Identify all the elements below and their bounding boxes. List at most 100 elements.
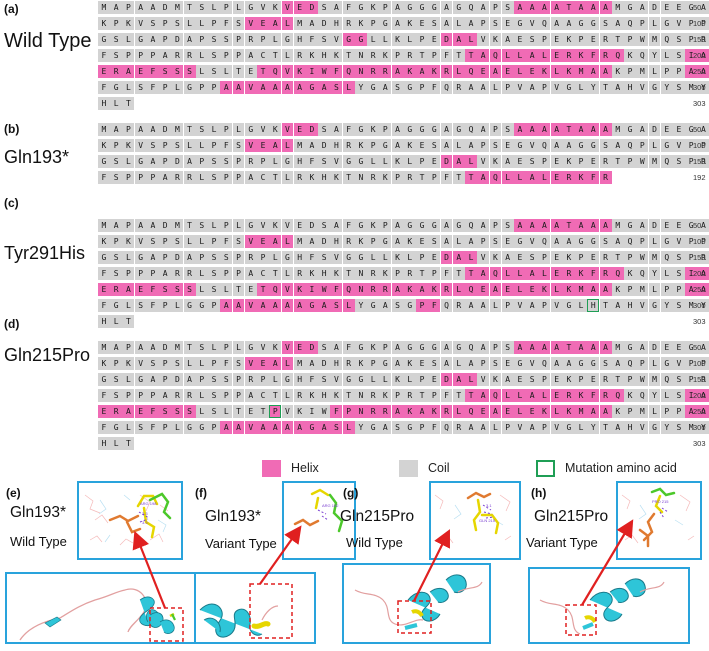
coil-residue: S: [208, 49, 220, 62]
coil-residue: P: [477, 235, 490, 248]
coil-residue: Y: [697, 421, 709, 434]
coil-residue: A: [636, 1, 649, 14]
coil-residue: G: [354, 341, 367, 354]
coil-residue: K: [122, 139, 135, 152]
coil-residue: S: [489, 139, 502, 152]
helix-residue: L: [452, 405, 465, 418]
helix-residue: A: [599, 219, 612, 232]
coil-residue: R: [342, 357, 355, 370]
helix-residue: A: [477, 267, 490, 280]
coil-residue: K: [305, 171, 318, 184]
coil-residue: G: [575, 17, 588, 30]
coil-residue: P: [685, 251, 698, 264]
helix-residue: I: [685, 267, 698, 280]
coil-residue: G: [428, 341, 441, 354]
coil-residue: K: [391, 155, 404, 168]
coil-residue: D: [171, 33, 184, 46]
coil-residue: A: [146, 1, 159, 14]
coil-residue: L: [403, 251, 416, 264]
coil-residue: S: [146, 17, 159, 30]
coil-residue: S: [232, 357, 245, 370]
coil-residue: P: [159, 357, 172, 370]
coil-residue: P: [367, 357, 380, 370]
helix-residue: A: [587, 123, 600, 136]
helix-residue: T: [562, 1, 575, 14]
panel-name-tyr291his: Tyr291His: [4, 243, 86, 263]
coil-residue: G: [379, 357, 392, 370]
coil-residue: T: [269, 389, 282, 402]
coil-residue: P: [208, 17, 220, 30]
helix-residue: L: [452, 65, 465, 78]
coil-residue: T: [342, 171, 355, 184]
coil-residue: A: [146, 251, 159, 264]
coil-residue: F: [220, 357, 233, 370]
helix-residue: D: [440, 33, 453, 46]
coil-residue: A: [305, 17, 318, 30]
helix-residue: R: [440, 283, 453, 296]
coil-residue: P: [220, 341, 233, 354]
coil-residue: S: [220, 33, 233, 46]
coil-residue: A: [391, 235, 404, 248]
coil-residue: S: [146, 235, 159, 248]
coil-residue: G: [513, 17, 526, 30]
helix-residue: E: [477, 65, 490, 78]
coil-residue: P: [208, 235, 220, 248]
coil-residue: E: [660, 1, 673, 14]
helix-residue: A: [452, 373, 465, 386]
coil-residue: S: [391, 81, 404, 94]
dashed-box-e: [149, 607, 184, 642]
coil-residue: L: [195, 49, 208, 62]
coil-residue: V: [526, 17, 539, 30]
coil-residue: L: [281, 267, 294, 280]
helix-residue: Q: [465, 65, 477, 78]
coil-residue: Q: [440, 81, 453, 94]
coil-residue: P: [624, 405, 636, 418]
coil-residue: P: [660, 65, 673, 78]
helix-residue: A: [281, 81, 294, 94]
coil-residue: M: [293, 17, 306, 30]
helix-residue: I: [305, 65, 318, 78]
coil-residue: G: [624, 1, 636, 14]
coil-residue: S: [220, 251, 233, 264]
coil-residue: Q: [465, 341, 477, 354]
coil-residue: P: [538, 299, 551, 312]
helix-residue: R: [599, 171, 612, 184]
coil-residue: A: [465, 357, 477, 370]
coil-residue: M: [98, 123, 110, 136]
helix-residue: N: [354, 283, 367, 296]
helix-residue: A: [697, 283, 709, 296]
svg-text:3.1: 3.1: [486, 503, 492, 508]
coil-residue: H: [330, 357, 343, 370]
coil-residue: H: [330, 235, 343, 248]
coil-residue: L: [660, 389, 673, 402]
coil-residue: G: [354, 219, 367, 232]
coil-residue: D: [648, 123, 661, 136]
coil-residue: P: [110, 357, 123, 370]
helix-residue: G: [305, 81, 318, 94]
coil-residue: A: [501, 251, 514, 264]
residue-position-number: 250: [693, 285, 706, 294]
coil-residue: A: [440, 219, 453, 232]
coil-residue: L: [403, 155, 416, 168]
helix-residue: A: [269, 17, 282, 30]
coil-residue: P: [220, 267, 233, 280]
coil-residue: L: [648, 283, 661, 296]
coil-residue: P: [146, 389, 159, 402]
coil-residue: P: [391, 267, 404, 280]
coil-residue: K: [403, 139, 416, 152]
coil-residue: E: [587, 33, 600, 46]
coil-residue: G: [416, 219, 428, 232]
coil-residue: R: [599, 33, 612, 46]
coil-residue: A: [477, 421, 490, 434]
helix-residue: R: [110, 65, 123, 78]
helix-residue: A: [685, 65, 698, 78]
coil-residue: L: [171, 81, 184, 94]
coil-residue: A: [391, 17, 404, 30]
coil-residue: E: [513, 33, 526, 46]
